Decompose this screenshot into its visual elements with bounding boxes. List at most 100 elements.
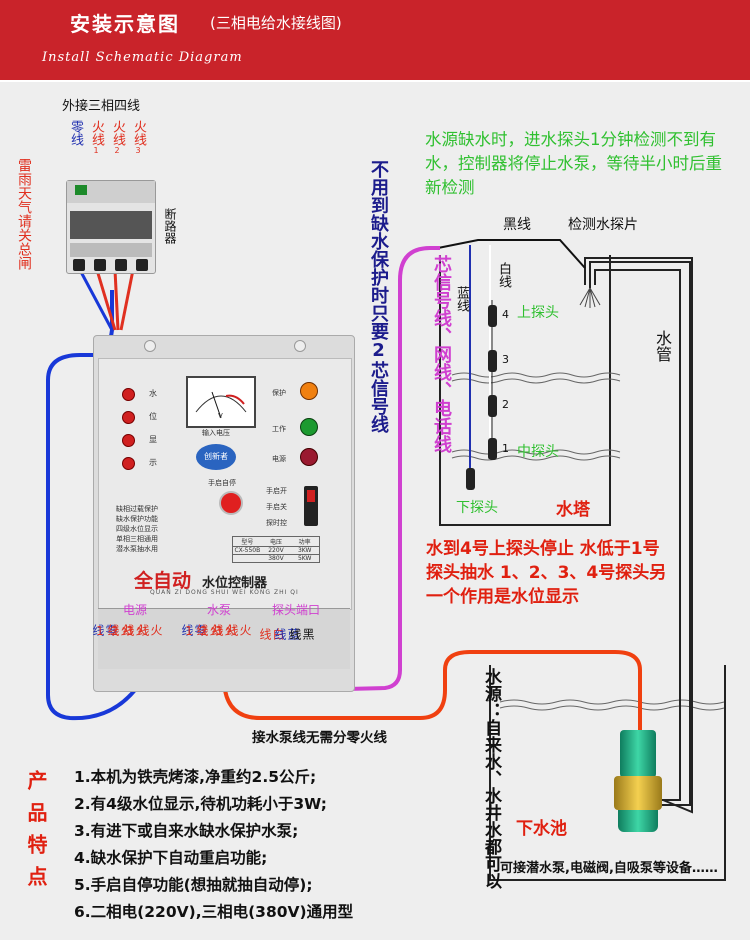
level-label-3: 显 xyxy=(149,435,157,444)
feature-item: 3.有进下或自来水缺水保护水泵; xyxy=(74,822,299,840)
terminal-label: 火线2 xyxy=(197,624,237,638)
brand-bold: 全自动 xyxy=(134,570,192,592)
terminal-label: 零线 xyxy=(91,624,118,636)
panel-feature-list: 缺相过载保护 缺水保护功能 四级水位显示 单相三相通用 潜水泵抽水用 xyxy=(116,504,158,554)
page-english-title: Install Schematic Diagram xyxy=(42,50,243,65)
terminal-probe-title: 探头端口 xyxy=(272,603,321,617)
mode-switch[interactable] xyxy=(304,486,318,526)
manual-start-button[interactable] xyxy=(219,491,243,515)
mode-label-2: 手启关 xyxy=(266,503,287,511)
power-label: 电源 xyxy=(272,455,286,463)
mode-label-3: 探时控 xyxy=(266,519,287,527)
terminal-pump-title: 水泵 xyxy=(207,603,232,617)
sensor-label: 检测水探片 xyxy=(568,217,638,233)
spec-header: 电压 xyxy=(270,539,283,546)
signal-cable-note: 芯信号线、网线、电话线 xyxy=(431,255,452,453)
middle-probe-label: 中探头 xyxy=(517,444,559,460)
breaker-wire-number: 1 xyxy=(93,146,99,155)
black-wire-label: 黑线 xyxy=(503,217,531,233)
level-2-indicator xyxy=(122,434,135,447)
manual-label: 手启自停 xyxy=(208,479,236,487)
meter-label: 输入电压 xyxy=(202,429,230,437)
page-subtitle: (三相电给水接线图) xyxy=(210,14,342,32)
brand-english: QUAN ZI DONG SHUI WEI KONG ZHI QI xyxy=(150,589,299,596)
probe-number-1: 1 xyxy=(502,442,509,455)
lower-pool xyxy=(489,665,726,881)
meter-unit: V xyxy=(218,412,223,420)
signal-cable xyxy=(304,246,440,692)
pump-wire-note: 接水泵线无需分零火线 xyxy=(252,730,387,746)
submersible-pump xyxy=(608,730,668,840)
work-lamp xyxy=(300,418,318,436)
panel-feature: 缺水保护功能 xyxy=(116,515,158,523)
spec-table: 型号 电压 功率 CX-550B 220V 3KW 380V 5KW xyxy=(232,536,320,563)
terminal-label: 零线 xyxy=(180,624,207,636)
pipe-label: 水管 xyxy=(653,330,672,362)
pump-devices-note: 可接潜水泵,电磁阀,自吸泵等设备…… xyxy=(500,861,718,876)
feature-item: 6.二相电(220V),三相电(380V)通用型 xyxy=(74,903,354,921)
spec-voltage: 380V xyxy=(268,555,284,562)
spec-header: 型号 xyxy=(241,539,254,546)
black-wire xyxy=(437,239,586,269)
power-lamp xyxy=(300,448,318,466)
controller-box: 水 位 显 示 V 输入电压 保护 工作 电源 创新者 手启自停 手启开 手启关… xyxy=(93,335,355,692)
level-label-2: 位 xyxy=(149,412,157,421)
feature-item: 4.缺水保护下自动重启功能; xyxy=(74,849,268,867)
blue-wire-label: 蓝线 xyxy=(454,286,469,312)
pump-cable xyxy=(223,650,642,730)
spec-header: 功率 xyxy=(298,539,311,546)
meter-dial-icon xyxy=(195,391,247,419)
terminal-power-title: 电源 xyxy=(123,603,148,617)
voltage-meter: V xyxy=(186,376,256,428)
spec-voltage: 220V xyxy=(268,547,284,554)
panel-feature: 单相三相通用 xyxy=(116,535,158,543)
level-3-indicator xyxy=(122,411,135,424)
feature-item: 1.本机为铁壳烤漆,净重约2.5公斤; xyxy=(74,768,317,786)
thunder-warning: 雷雨天气请关总闸 xyxy=(16,158,32,270)
panel-feature: 四级水位显示 xyxy=(116,525,158,533)
level-1-indicator xyxy=(122,457,135,470)
shortage-note: 水源缺水时，进水探头1分钟检测不到有水，控制器将停止水泵，等待半小时后重新检测 xyxy=(425,130,722,197)
water-source-note: 水源：自来水、水井水都可以 xyxy=(481,668,501,889)
breaker-wire-number: 3 xyxy=(135,146,141,155)
breaker-wire-name: 火线 xyxy=(131,120,146,146)
water-tower xyxy=(439,255,621,526)
lower-probe-label: 下探头 xyxy=(456,500,498,516)
terminal-label: 火线1 xyxy=(182,624,222,638)
breaker-wire-name: 火线 xyxy=(110,120,125,146)
breaker-wire-name: 火线 xyxy=(89,120,104,146)
breaker-wire-name: 零线 xyxy=(68,120,83,146)
level-label-1: 水 xyxy=(149,389,157,398)
feature-item: 5.手启自停功能(想抽就抽自动停); xyxy=(74,876,313,894)
terminal-label: 火线3 xyxy=(212,624,252,638)
terminal-label: 蓝线 xyxy=(273,628,300,640)
terminal-label: 火线2 xyxy=(108,624,148,638)
brand-name: 水位控制器 xyxy=(202,576,268,591)
terminal-block xyxy=(98,608,350,669)
circuit-breaker[interactable] xyxy=(66,180,156,274)
panel-feature: 缺相过载保护 xyxy=(116,505,158,513)
external-wire-label: 外接三相四线 xyxy=(62,99,141,114)
tower-label: 水塔 xyxy=(556,500,590,520)
upper-probe-label: 上探头 xyxy=(517,305,559,321)
spec-power: 3KW xyxy=(297,547,312,554)
probe-number-3: 3 xyxy=(502,353,509,366)
breaker-wire-bundle xyxy=(78,269,135,331)
probe-number-2: 2 xyxy=(502,398,509,411)
features-title: 产品特点 xyxy=(24,770,48,898)
spec-power: 5KW xyxy=(297,555,312,562)
probe-number-4: 4 xyxy=(502,308,509,321)
terminal-label: 火线3 xyxy=(123,624,163,638)
breaker-label: 断路器 xyxy=(163,208,177,244)
breaker-wire-number: 2 xyxy=(114,146,120,155)
level-4-indicator xyxy=(122,388,135,401)
breaker-wire-label: 零线 xyxy=(66,120,84,146)
work-label: 工作 xyxy=(272,425,286,433)
pool-label: 下水池 xyxy=(516,819,567,839)
protect-label: 保护 xyxy=(272,389,286,397)
two-core-note: 不用到缺水保护时只要2芯信号线 xyxy=(368,160,389,433)
brand-logo: 创新者 xyxy=(196,444,236,470)
